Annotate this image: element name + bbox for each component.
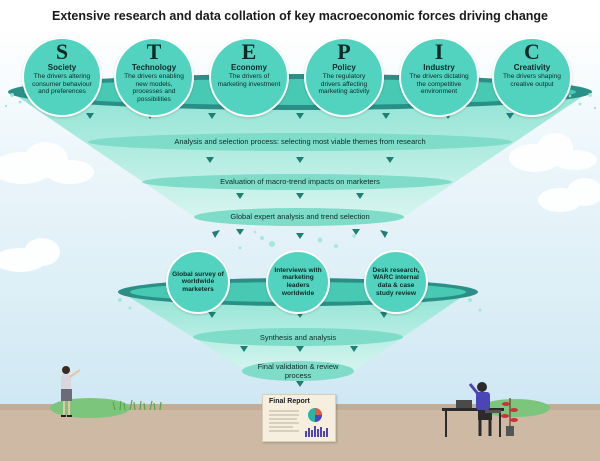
report-graphics <box>269 408 328 437</box>
circle-industry: I Industry The drivers dictating the com… <box>399 37 479 117</box>
letter-e: E <box>241 39 257 64</box>
final-report-document: Final Report <box>262 394 336 442</box>
policy-label: Policy <box>332 63 356 72</box>
society-desc: The drivers altering consumer behaviour … <box>32 73 92 95</box>
letter-c: C <box>524 39 540 64</box>
society-label: Society <box>47 63 77 72</box>
creativity-label: Creativity <box>513 63 551 72</box>
page-title: Extensive research and data collation of… <box>51 9 548 23</box>
technology-label: Technology <box>131 63 177 72</box>
circle-creativity: C Creativity The drivers shaping creativ… <box>492 37 572 117</box>
woman-figure <box>61 366 81 417</box>
stage-synthesis: Synthesis and analysis <box>259 333 337 342</box>
man-at-desk <box>442 382 504 437</box>
circle-technology: T Technology The drivers enabling new mo… <box>114 37 194 117</box>
letter-p: P <box>337 39 351 64</box>
cloud-right <box>509 133 600 212</box>
technology-desc: The drivers enabling new models, process… <box>124 73 184 103</box>
plant <box>501 398 518 436</box>
circle-global-survey: Global survey of worldwide marketers <box>166 250 230 314</box>
stage-global-expert: Global expert analysis and trend selecti… <box>230 212 370 221</box>
letter-i: I <box>434 39 444 64</box>
economy-label: Economy <box>230 63 267 72</box>
industry-label: Industry <box>423 63 455 72</box>
circle-interviews: Interviews with marketing leaders worldw… <box>266 250 330 314</box>
circle-economy: E Economy The drivers of marketing inves… <box>209 37 289 117</box>
economy-desc: The drivers of marketing investment <box>217 73 281 88</box>
cloud-left <box>0 142 94 272</box>
stage-evaluation: Evaluation of macro-trend impacts on mar… <box>220 177 380 186</box>
letter-s: S <box>55 39 69 64</box>
final-report-title: Final Report <box>269 398 310 405</box>
creativity-desc: The drivers shaping creative output <box>503 73 561 88</box>
stage-final-validation: Final validation & review process <box>257 362 339 380</box>
circle-society: S Society The drivers altering consumer … <box>22 37 102 117</box>
circle-policy: P Policy The regulatory drivers affectin… <box>304 37 384 117</box>
grass <box>112 399 162 411</box>
stage-analysis-selection: Analysis and selection process: selectin… <box>174 137 426 146</box>
letter-t: T <box>146 39 162 64</box>
policy-desc: The regulatory drivers affecting marketi… <box>318 73 370 95</box>
circle-desk-research: Desk research, WARC internal data & case… <box>364 250 428 314</box>
industry-desc: The drivers dictating the competitive en… <box>409 73 469 95</box>
